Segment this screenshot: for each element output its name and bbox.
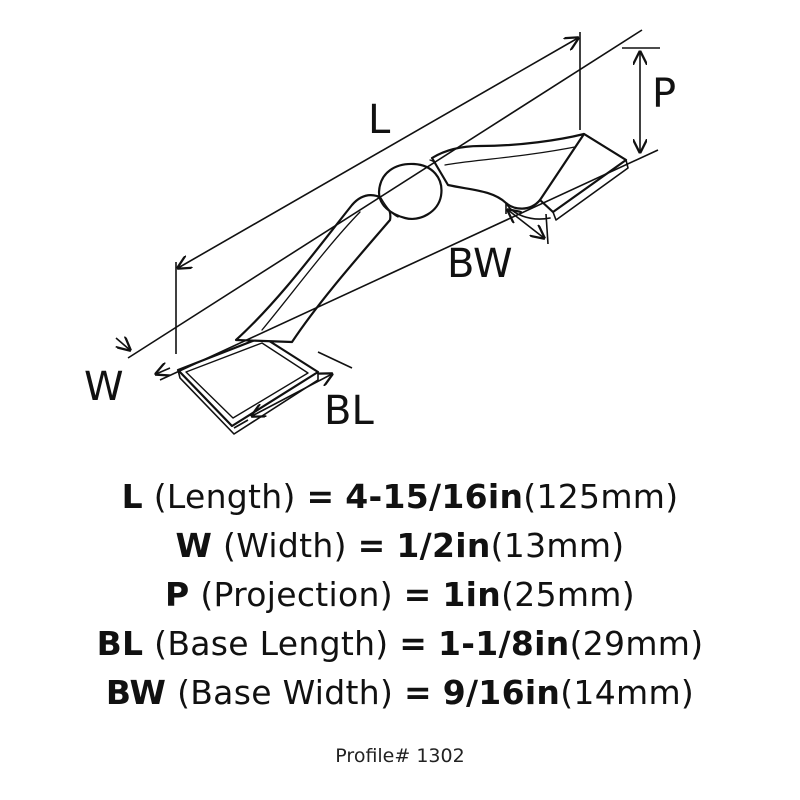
base-width-dimension-line: [508, 210, 544, 238]
width-arrow-lower: [156, 368, 170, 374]
left-arm: [234, 194, 392, 344]
label-width: W: [84, 364, 124, 410]
spec-abbr: BW: [105, 673, 167, 712]
spec-abbr: BL: [96, 624, 144, 663]
spec-metric: (25mm): [501, 575, 635, 614]
spec-row-length: L (Length) = 4-15/16in(125mm): [0, 472, 800, 521]
width-guide-lower: [159, 149, 659, 381]
profile-number: Profile# 1302: [335, 745, 465, 767]
spec-equals: =: [357, 526, 386, 565]
spec-equals: =: [399, 624, 428, 663]
base-length-extension-left: [233, 419, 249, 429]
spec-row-width: W (Width) = 1/2in(13mm): [0, 521, 800, 570]
spec-equals: =: [403, 575, 432, 614]
left-base-plate: [176, 335, 320, 428]
base-length-dimension-line: [252, 374, 332, 416]
base-length-extension-right: [317, 351, 353, 369]
spec-equals: =: [306, 477, 335, 516]
spec-name: (Width): [223, 526, 347, 565]
handle-dimension-diagram: L P BW W BL: [84, 29, 676, 435]
spec-imperial: 1/2in: [396, 526, 491, 565]
label-projection: P: [652, 71, 676, 117]
width-arrow-upper: [116, 338, 130, 350]
label-base-length: BL: [324, 388, 374, 434]
width-guide-upper: [127, 29, 643, 359]
cabinet-pull-handle: [176, 132, 629, 435]
spec-row-projection: P (Projection) = 1in(25mm): [0, 570, 800, 619]
spec-imperial: 1-1/8in: [438, 624, 570, 663]
spec-name: (Base Width): [177, 673, 394, 712]
spec-metric: (125mm): [523, 477, 679, 516]
spec-imperial: 1in: [442, 575, 502, 614]
spec-name: (Length): [153, 477, 296, 516]
spec-imperial: 9/16in: [442, 673, 561, 712]
spec-imperial: 4-15/16in: [345, 477, 524, 516]
spec-metric: (14mm): [560, 673, 695, 712]
spec-row-base-length: BL (Base Length) = 1-1/8in(29mm): [0, 619, 800, 668]
dimension-specifications: L (Length) = 4-15/16in(125mm) W (Width) …: [0, 472, 800, 717]
spec-equals: =: [403, 673, 432, 712]
spec-name: (Base Length): [154, 624, 389, 663]
spec-abbr: P: [165, 575, 190, 614]
spec-name: (Projection): [200, 575, 393, 614]
spec-row-base-width: BW (Base Width) = 9/16in(14mm): [0, 668, 800, 717]
label-length: L: [368, 97, 391, 143]
label-base-width: BW: [447, 241, 513, 287]
spec-metric: (13mm): [490, 526, 625, 565]
spec-abbr: L: [121, 477, 143, 516]
spec-metric: (29mm): [569, 624, 704, 663]
length-dimension-line: [178, 38, 578, 268]
spec-abbr: W: [175, 526, 213, 565]
